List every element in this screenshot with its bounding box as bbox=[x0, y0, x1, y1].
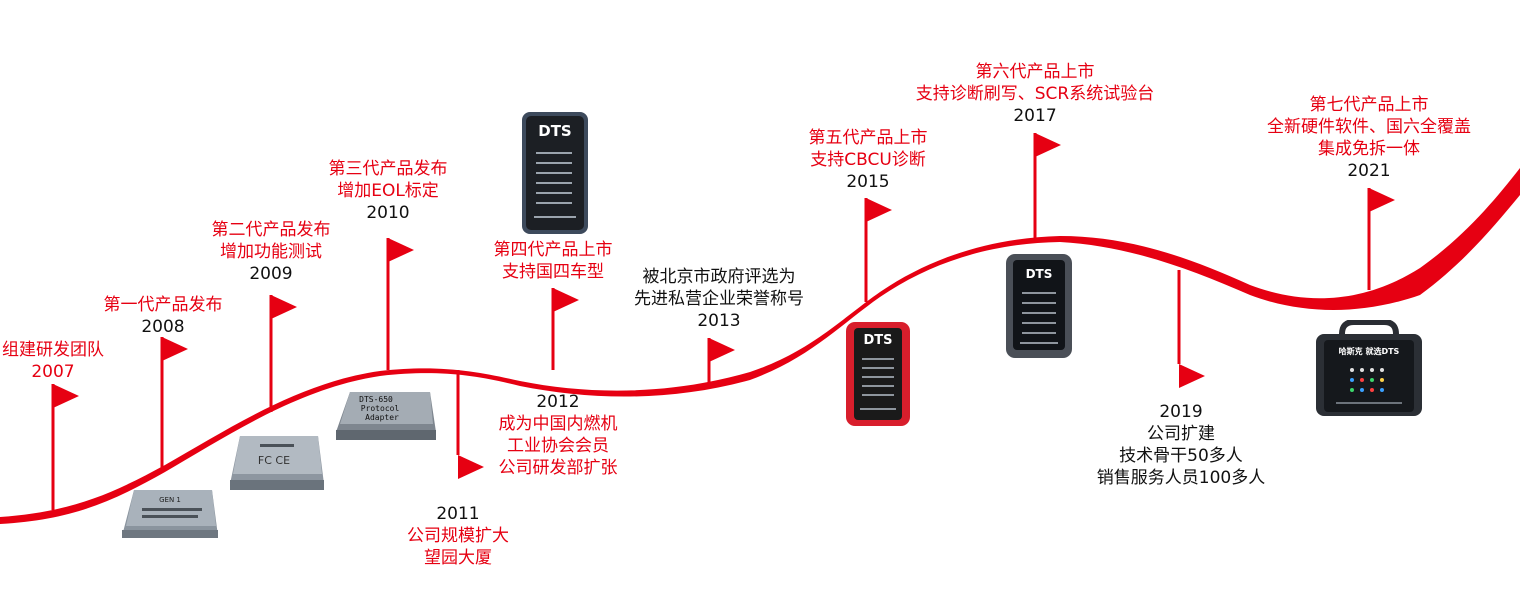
milestone-line: 先进私营企业荣誉称号 bbox=[634, 289, 804, 309]
gen3-brand: DTS-650 bbox=[359, 395, 393, 404]
milestone-line: 2013 bbox=[697, 311, 741, 331]
gen4-brand: DTS bbox=[538, 122, 572, 140]
milestone-line: 第二代产品发布 bbox=[211, 220, 331, 240]
flag-icon bbox=[1179, 364, 1205, 388]
device-gen4: DTS bbox=[522, 112, 588, 238]
milestone-line: 公司规模扩大 bbox=[407, 526, 509, 546]
milestone-line: 被北京市政府评选为 bbox=[642, 267, 796, 287]
milestone-line: 2007 bbox=[31, 362, 75, 382]
device-gen2: FC CE bbox=[230, 432, 324, 496]
milestone-line: 2010 bbox=[366, 203, 410, 223]
milestone-line: 第七代产品上市 bbox=[1309, 95, 1429, 115]
flag-icon bbox=[553, 288, 579, 312]
milestone-line: 第三代产品发布 bbox=[328, 159, 448, 179]
milestone-line: 支持国四车型 bbox=[502, 262, 604, 282]
gen5-brand: DTS bbox=[863, 333, 892, 348]
flag-icon bbox=[388, 238, 414, 262]
device-gen1: GEN 1 bbox=[122, 486, 218, 544]
flag-icon bbox=[1035, 133, 1061, 157]
gen3-line2: Adapter bbox=[365, 413, 399, 422]
milestone-line: 2008 bbox=[141, 317, 185, 337]
gen2-mark: FC CE bbox=[258, 454, 290, 467]
milestone-line: 公司扩建 bbox=[1146, 424, 1215, 444]
milestone-gen4: 第四代产品上市支持国四车型 bbox=[494, 239, 613, 283]
milestone-line: 2019 bbox=[1159, 402, 1203, 422]
milestone-line: 望园大厦 bbox=[424, 548, 492, 568]
flag-icon bbox=[271, 295, 297, 319]
milestone-line: 支持诊断刷写、SCR系统试验台 bbox=[915, 84, 1155, 104]
milestone-line: 第六代产品上市 bbox=[975, 62, 1095, 82]
milestone-line: 2009 bbox=[249, 264, 293, 284]
flags-group bbox=[51, 133, 1395, 510]
milestone-line: 2017 bbox=[1013, 106, 1057, 126]
flag-icon bbox=[53, 384, 79, 408]
milestone-line: 2021 bbox=[1347, 161, 1391, 181]
gen6-brand: DTS bbox=[1026, 267, 1053, 281]
gen7-brand: 哈斯克 就选DTS bbox=[1339, 346, 1400, 356]
milestone-line: 成为中国内燃机 bbox=[498, 414, 618, 434]
device-gen3: DTS-650 Protocol Adapter bbox=[336, 388, 436, 446]
milestone-line: 第四代产品上市 bbox=[493, 240, 613, 260]
milestone-line: 组建研发团队 bbox=[2, 340, 104, 360]
milestone-line: 工业协会会员 bbox=[507, 436, 609, 456]
device-gen5: DTS bbox=[846, 322, 910, 430]
device-gen6: DTS bbox=[1006, 254, 1072, 362]
flag-icon bbox=[866, 198, 892, 222]
device-gen7: 哈斯克 就选DTS bbox=[1316, 319, 1422, 420]
milestone-line: 第五代产品上市 bbox=[808, 128, 928, 148]
milestone-line: 2012 bbox=[536, 392, 580, 412]
flag-icon bbox=[709, 338, 735, 362]
gen3-line1: Protocol bbox=[361, 404, 400, 413]
milestone-line: 销售服务人员100多人 bbox=[1096, 468, 1266, 488]
milestone-line: 支持CBCU诊断 bbox=[810, 150, 926, 170]
flag-icon bbox=[1369, 188, 1395, 212]
milestone-line: 集成免拆一体 bbox=[1318, 139, 1420, 159]
flag-icon bbox=[162, 337, 188, 361]
milestone-line: 技术骨干50多人 bbox=[1119, 446, 1243, 466]
milestone-line: 增加功能测试 bbox=[220, 242, 322, 262]
milestone-line: 2015 bbox=[846, 172, 890, 192]
milestone-line: 2011 bbox=[436, 504, 480, 524]
milestone-line: 全新硬件软件、国六全覆盖 bbox=[1267, 117, 1471, 137]
milestone-line: 增加EOL标定 bbox=[337, 181, 439, 201]
gen1-label: GEN 1 bbox=[159, 496, 181, 504]
milestone-line: 公司研发部扩张 bbox=[498, 458, 618, 478]
milestone-line: 第一代产品发布 bbox=[103, 295, 223, 315]
flag-icon bbox=[458, 455, 484, 479]
